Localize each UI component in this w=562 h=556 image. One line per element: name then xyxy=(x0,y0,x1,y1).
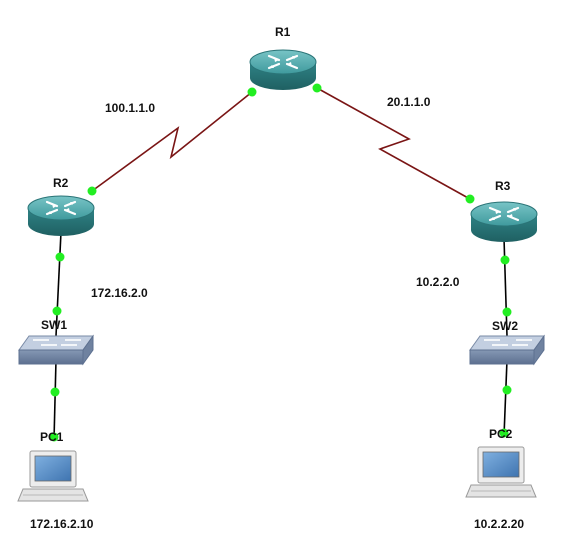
router-r2-label: R2 xyxy=(53,176,69,190)
port-dot xyxy=(499,428,509,438)
port-dot xyxy=(87,186,97,196)
ethernet-link-r3-sw2[interactable] xyxy=(503,237,508,337)
switch-sw1-icon[interactable] xyxy=(18,335,94,365)
port-dot xyxy=(52,306,62,316)
router-r1-label: R1 xyxy=(275,25,291,39)
port-dots xyxy=(49,83,512,442)
router-r3-label: R3 xyxy=(495,179,511,193)
router-r2-icon[interactable] xyxy=(26,194,96,238)
router-r3-icon[interactable] xyxy=(469,200,539,244)
switch-sw2-icon[interactable] xyxy=(469,335,545,365)
network-r1-r3-label: 20.1.1.0 xyxy=(387,95,431,109)
ethernet-link-r2-sw1[interactable] xyxy=(55,231,62,337)
serial-link-r2-r1[interactable] xyxy=(91,91,253,192)
port-dot xyxy=(247,87,257,97)
router-r1-icon[interactable] xyxy=(248,48,318,92)
port-dot xyxy=(312,83,322,93)
network-r1-r2-label: 100.1.1.0 xyxy=(105,101,156,115)
network-lan-left-label: 172.16.2.0 xyxy=(91,286,148,300)
port-dot xyxy=(465,194,475,204)
port-dot xyxy=(502,307,512,317)
pc-pc2-label: PC2 xyxy=(489,427,513,441)
port-dot xyxy=(55,252,65,262)
pc2-ip-label: 10.2.2.20 xyxy=(474,517,525,531)
switch-sw2-label: SW2 xyxy=(492,319,519,333)
pc-pc2-icon[interactable] xyxy=(465,446,537,498)
switch-sw1-label: SW1 xyxy=(41,318,68,332)
ethernet-link-sw2-pc2[interactable] xyxy=(503,359,508,437)
port-dot xyxy=(49,432,59,442)
port-dot xyxy=(50,387,60,397)
port-dot xyxy=(500,255,510,265)
pc-pc1-label: PC1 xyxy=(40,430,64,444)
pc1-ip-label: 172.16.2.10 xyxy=(30,517,94,531)
ethernet-link-sw1-pc1[interactable] xyxy=(53,359,57,441)
port-dot xyxy=(502,385,512,395)
pc-pc1-icon[interactable] xyxy=(17,450,89,502)
serial-link-r1-r3[interactable] xyxy=(316,87,471,200)
network-lan-right-label: 10.2.2.0 xyxy=(416,275,460,289)
